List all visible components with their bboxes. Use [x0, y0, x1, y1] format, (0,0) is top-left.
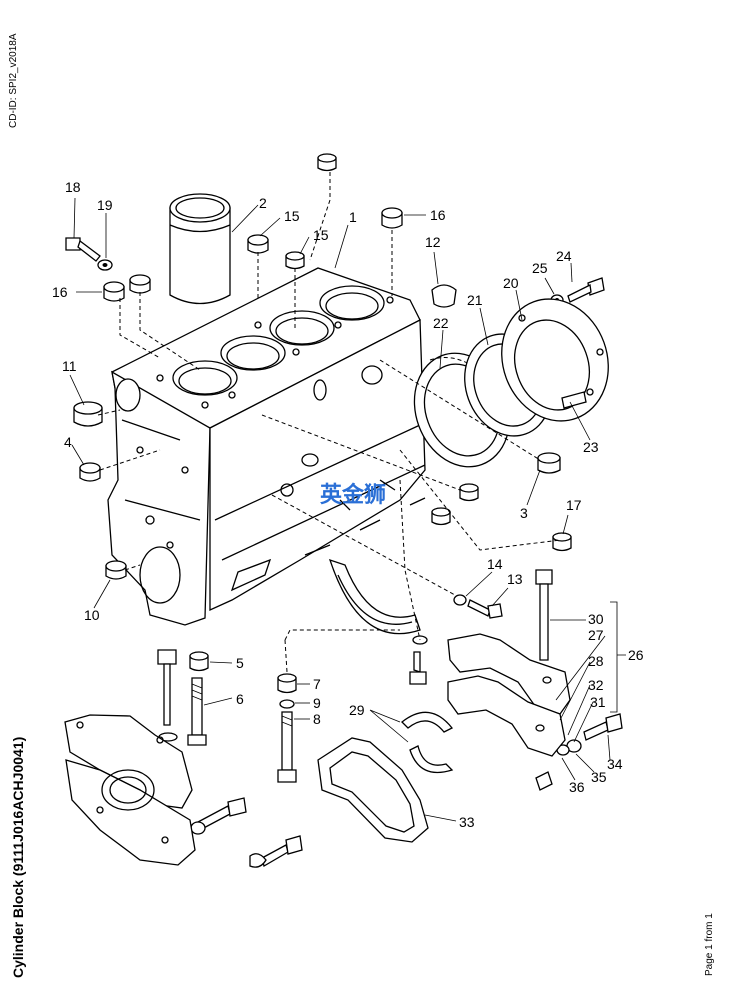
- sump-gasket: [317, 737, 429, 843]
- callout-5: 5: [236, 655, 244, 671]
- callout-19: 19: [97, 197, 113, 213]
- callout-36: 36: [569, 779, 585, 795]
- front-bearing-carrier: [64, 714, 196, 866]
- callout-3: 3: [520, 505, 528, 521]
- callout-34: 34: [607, 756, 623, 772]
- callout-6: 6: [236, 691, 244, 707]
- callout-16a: 16: [430, 207, 446, 223]
- rear-seal-housing: [413, 298, 609, 468]
- callout-4: 4: [64, 434, 72, 450]
- cylinder-liner: [169, 193, 231, 305]
- fasteners: [65, 237, 623, 868]
- callout-10: 10: [84, 607, 100, 623]
- callout-labels: 1 2 3 4 5 6 7 8 9 10 11 12 13 14 15 15 1…: [52, 179, 644, 830]
- callout-12: 12: [425, 234, 441, 250]
- callout-7: 7: [313, 676, 321, 692]
- callout-11: 11: [62, 358, 77, 374]
- callout-15b: 15: [313, 227, 329, 243]
- callout-22: 22: [433, 315, 449, 331]
- callout-18: 18: [65, 179, 81, 195]
- callout-29: 29: [349, 702, 365, 718]
- callout-25: 25: [532, 260, 548, 276]
- watermark: 英金狮: [320, 482, 386, 508]
- callout-1: 1: [349, 209, 357, 225]
- rear-oil-seal-lower: [328, 558, 421, 635]
- callout-2: 2: [259, 195, 267, 211]
- callout-9: 9: [313, 695, 321, 711]
- assembly-lines: [97, 172, 561, 673]
- callout-8: 8: [313, 711, 321, 727]
- callout-27: 27: [588, 627, 604, 643]
- callout-24: 24: [556, 248, 572, 264]
- expansion-plugs: [73, 153, 572, 694]
- callout-13: 13: [507, 571, 523, 587]
- callout-28: 28: [588, 653, 604, 669]
- leader-lines: [69, 197, 626, 822]
- callout-33: 33: [459, 814, 475, 830]
- callout-32: 32: [588, 677, 604, 693]
- callout-17: 17: [566, 497, 582, 513]
- cylinder-block: [107, 267, 426, 626]
- callout-30: 30: [588, 611, 604, 627]
- callout-16b: 16: [52, 284, 68, 300]
- callout-31: 31: [590, 694, 606, 710]
- callout-14: 14: [487, 556, 503, 572]
- callout-23: 23: [583, 439, 599, 455]
- callout-26: 26: [628, 647, 644, 663]
- main-bearing-caps: [447, 633, 571, 757]
- callout-15a: 15: [284, 208, 300, 224]
- callout-20: 20: [503, 275, 519, 291]
- callout-35: 35: [591, 769, 607, 785]
- thrust-washers: [401, 711, 454, 774]
- callout-21: 21: [467, 292, 483, 308]
